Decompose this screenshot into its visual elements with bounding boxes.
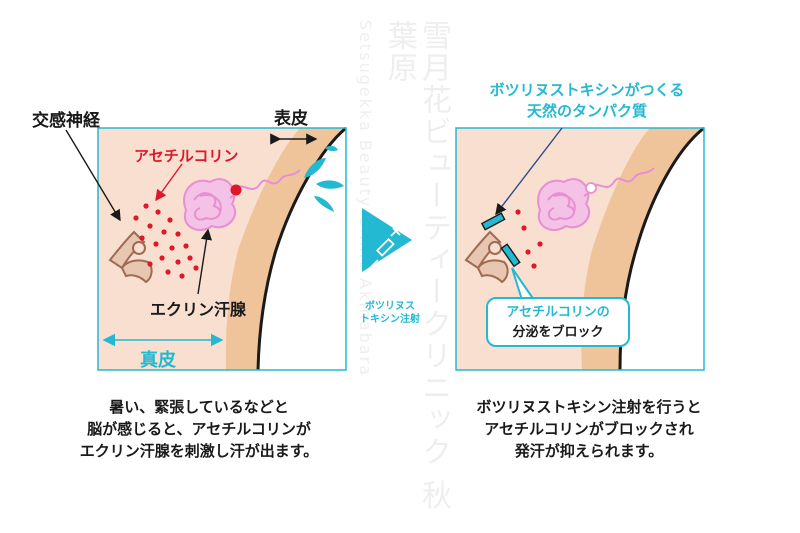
- acetylcholine-label: アセチルコリン: [134, 147, 239, 165]
- gland-pointer-arrow: [197, 228, 213, 295]
- epidermis-label: 表皮: [274, 109, 308, 129]
- injection-label-line2: トキシン注射: [360, 314, 420, 325]
- eccrine-gland-left: [183, 169, 301, 231]
- acetylcholine-dots-left: [133, 203, 199, 279]
- eccrine-gland-label: エクリン汗腺: [150, 300, 247, 319]
- sweat-drops: [304, 145, 344, 212]
- nerve-ending-right: [464, 230, 509, 284]
- right-caption-line3: 発汗が抑えられます。: [514, 442, 664, 460]
- injection-arrow: [362, 208, 412, 272]
- syringe-icon: [367, 227, 401, 271]
- left-caption-line3: エクリン汗腺を刺激し汗が出ます。: [79, 442, 319, 460]
- protein-pointer-arrow: [495, 127, 563, 216]
- skin-outline: [256, 126, 347, 371]
- nerve-ending-left: [108, 230, 153, 284]
- nerve-pointer-arrow: [65, 129, 121, 222]
- blocking-proteins: [480, 212, 521, 268]
- right-caption-line2: アセチルコリンがブロックされ: [484, 420, 694, 438]
- acetylcholine-dots-right: [515, 209, 543, 269]
- left-caption-line1: 暑い、緊張しているなどと: [109, 398, 289, 416]
- eccrine-gland-right: [537, 167, 655, 231]
- left-caption-line2: 脳が感じると、アセチルコリンが: [87, 420, 311, 438]
- receptor-idle-right: [585, 182, 597, 194]
- left-caption: 暑い、緊張しているなどと 脳が感じると、アセチルコリンが エクリン汗腺を刺激し汗…: [40, 396, 358, 462]
- sympathetic-nerve-label: 交感神経: [32, 111, 100, 131]
- left-panel: [65, 126, 347, 371]
- protein-title: ボツリヌストキシンがつくる 天然のタンパク質: [456, 80, 718, 122]
- dermis-label: 真皮: [140, 350, 176, 371]
- protein-title-line2: 天然のタンパク質: [526, 102, 647, 120]
- skin-surface-right: [620, 128, 704, 370]
- skin-surface: [258, 128, 346, 370]
- right-caption-line1: ボツリヌストキシン注射を行うと: [476, 398, 702, 416]
- protein-title-line1: ボツリヌストキシンがつくる: [489, 81, 685, 99]
- injection-label-line1: ボツリヌス: [365, 301, 415, 312]
- left-frame: [97, 127, 347, 371]
- vial-icon: [397, 254, 409, 271]
- right-caption: ボツリヌストキシン注射を行うと アセチルコリンがブロックされ 発汗が抑えられます…: [430, 396, 748, 462]
- callout-line2: 分泌をブロック: [512, 325, 604, 340]
- callout-line1: アセチルコリンの: [506, 305, 610, 320]
- acetylcholine-receptor-left: [230, 184, 242, 196]
- injection-label: ボツリヌス トキシン注射: [352, 300, 428, 326]
- acetylcholine-pointer-arrow: [155, 163, 183, 202]
- block-callout: アセチルコリンの 分泌をブロック: [486, 297, 630, 347]
- right-frame: [455, 127, 705, 371]
